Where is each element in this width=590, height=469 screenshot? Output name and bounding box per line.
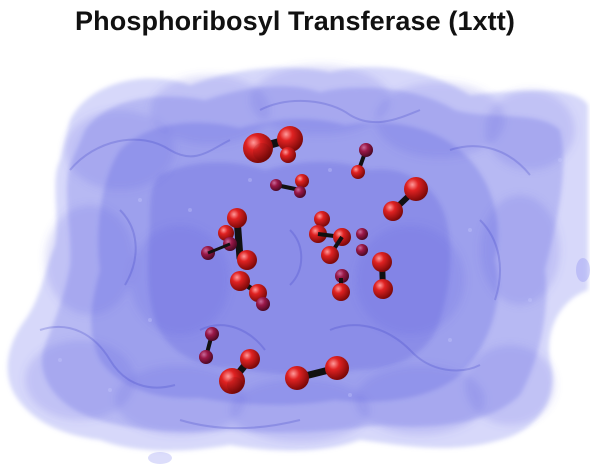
water-7 <box>309 211 368 264</box>
water-8 <box>332 269 350 301</box>
water-12 <box>285 356 349 390</box>
water-1 <box>243 126 303 163</box>
water-3 <box>351 143 373 179</box>
water-11 <box>219 349 260 394</box>
water-2 <box>270 174 309 198</box>
water-6 <box>230 250 270 311</box>
water-10 <box>199 327 219 364</box>
water-4 <box>383 177 428 221</box>
protein-surface <box>7 65 590 464</box>
water-molecules <box>199 126 428 394</box>
water-9 <box>372 252 393 299</box>
water-5 <box>201 208 247 262</box>
figure-title: Phosphoribosyl Transferase (1xtt) <box>75 6 515 36</box>
